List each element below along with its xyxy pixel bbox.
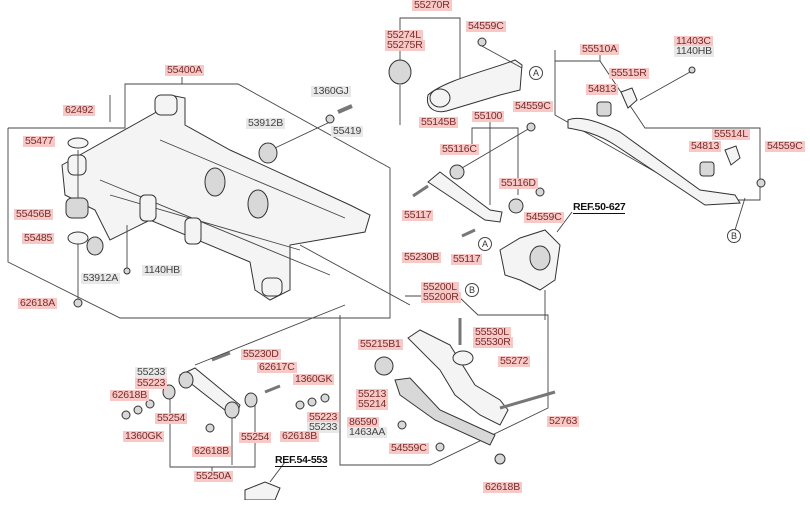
part-label-1360GJ: 1360GJ: [311, 85, 351, 97]
part-label-55223[interactable]: 55223: [135, 377, 168, 389]
part-label-55116D[interactable]: 55116D: [499, 177, 538, 189]
part-label-62618B[interactable]: 62618B: [280, 430, 320, 442]
part-label-55233: 55233: [307, 421, 340, 433]
part-label-62618B[interactable]: 62618B: [192, 445, 232, 457]
part-label-55116C[interactable]: 55116C: [440, 143, 479, 155]
part-label-55215B1[interactable]: 55215B1: [358, 338, 403, 350]
part-label-62618B[interactable]: 62618B: [110, 389, 150, 401]
part-label-55214[interactable]: 55214: [356, 398, 389, 410]
part-label-54559C[interactable]: 54559C: [765, 140, 805, 152]
part-label-55274L[interactable]: 55274L: [385, 29, 423, 41]
part-label-55200R[interactable]: 55200R: [421, 291, 461, 303]
part-label-62617C[interactable]: 62617C: [257, 361, 297, 373]
callout-a: A: [478, 237, 492, 251]
trailing-arm: [426, 59, 523, 113]
callout-a: A: [529, 66, 543, 80]
lower-control-arm: [407, 329, 509, 426]
part-label-55254[interactable]: 55254: [155, 412, 188, 424]
part-label-55230B[interactable]: 55230B: [402, 251, 442, 263]
hub-partial: [244, 481, 281, 501]
part-label-55230D[interactable]: 55230D: [241, 348, 281, 360]
part-label-54559C[interactable]: 54559C: [466, 20, 506, 32]
part-label-86590[interactable]: 86590: [347, 416, 380, 428]
part-label-55270R[interactable]: 55270R: [412, 0, 452, 11]
part-label-1463AA: 1463AA: [347, 426, 388, 438]
part-label-55514L[interactable]: 55514L: [712, 128, 750, 140]
trailing-arm-bushing: [388, 59, 412, 85]
callout-b: B: [727, 229, 741, 243]
part-label-54813[interactable]: 54813: [689, 140, 722, 152]
part-label-55530L[interactable]: 55530L: [473, 326, 511, 338]
part-label-55117[interactable]: 55117: [402, 209, 434, 221]
part-label-55233: 55233: [135, 366, 168, 378]
upper-arm: [427, 171, 503, 223]
stabilizer-bar: [567, 117, 741, 206]
part-label-55213[interactable]: 55213: [356, 388, 389, 400]
subframe-group-outline: [7, 83, 391, 319]
bushing-55456B: [65, 197, 89, 219]
mount-washer: [67, 137, 89, 149]
part-label-55400A[interactable]: 55400A: [165, 64, 205, 76]
part-label-55510A[interactable]: 55510A: [580, 43, 620, 55]
part-label-55485[interactable]: 55485: [22, 232, 55, 244]
lateral-link: [179, 367, 241, 419]
part-label-55100[interactable]: 55100: [472, 110, 505, 122]
part-label-55254[interactable]: 55254: [239, 431, 272, 443]
part-label-55117[interactable]: 55117: [451, 253, 483, 265]
part-label-54559C[interactable]: 54559C: [389, 442, 429, 454]
part-label-55419: 55419: [331, 125, 364, 137]
part-label-11403C[interactable]: 11403C: [674, 35, 713, 47]
part-label-62618A[interactable]: 62618A: [18, 297, 58, 309]
part-label-53912A: 53912A: [81, 272, 121, 284]
part-label-52763[interactable]: 52763: [547, 415, 580, 427]
part-label-1360GK[interactable]: 1360GK: [123, 430, 165, 442]
part-label-55272[interactable]: 55272: [498, 355, 531, 367]
reference-50-627[interactable]: REF.50-627: [573, 201, 626, 214]
part-label-55477[interactable]: 55477: [23, 135, 56, 147]
callout-b: B: [465, 283, 479, 297]
part-label-54559C[interactable]: 54559C: [524, 211, 564, 223]
crossmember-subframe: [61, 94, 371, 301]
reference-54-553[interactable]: REF.54-553: [275, 454, 328, 467]
part-label-55223[interactable]: 55223: [307, 411, 340, 423]
part-label-53912B: 53912B: [246, 117, 286, 129]
lower-arm-cover: [394, 377, 496, 446]
part-label-55250A[interactable]: 55250A: [194, 470, 234, 482]
part-label-1140HB: 1140HB: [142, 264, 182, 276]
part-label-62492[interactable]: 62492: [63, 104, 96, 116]
part-label-1360GK[interactable]: 1360GK: [293, 373, 335, 385]
part-label-55200L[interactable]: 55200L: [421, 281, 459, 293]
part-label-55530R[interactable]: 55530R: [473, 336, 513, 348]
spring-seat: [452, 350, 474, 366]
part-label-55145B[interactable]: 55145B: [419, 116, 459, 128]
part-label-55275R[interactable]: 55275R: [385, 39, 425, 51]
part-label-55515R[interactable]: 55515R: [609, 67, 649, 79]
part-label-54813[interactable]: 54813: [586, 83, 619, 95]
part-label-55456B[interactable]: 55456B: [14, 208, 54, 220]
part-label-1140HB: 1140HB: [674, 45, 714, 57]
part-label-54559C[interactable]: 54559C: [513, 100, 553, 112]
part-label-62618B[interactable]: 62618B: [483, 481, 523, 493]
